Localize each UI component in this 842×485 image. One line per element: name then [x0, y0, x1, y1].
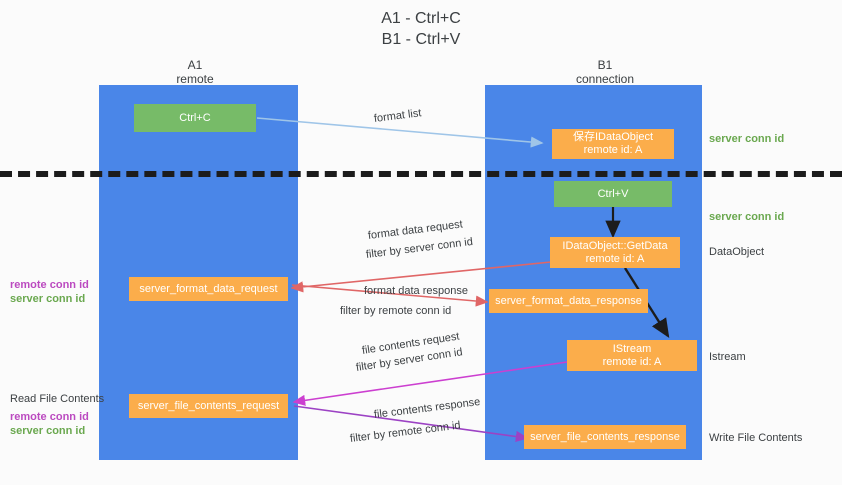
box-save-idataobject-line1: 保存IDataObject — [572, 131, 654, 143]
annotation-conn-id-block-2: remote conn id server conn id — [10, 410, 89, 438]
annotation-remote-conn-id: remote conn id — [10, 279, 89, 291]
box-server-file-contents-request[interactable]: server_file_contents_request — [129, 394, 288, 418]
annotation-text: Write File Contents — [709, 432, 803, 444]
annotation-remote-conn-id: remote conn id — [10, 411, 89, 423]
edge-label-format-data-response: format data response — [364, 285, 468, 297]
annotation-write-file-contents: Write File Contents — [709, 431, 802, 445]
annotation-server-conn-id: server conn id — [10, 293, 86, 305]
annotation-text: server conn id — [709, 211, 785, 223]
box-save-idataobject-line2: remote id: A — [583, 144, 643, 156]
column-header-a1: A1 remote — [130, 58, 260, 86]
edge-label-format-list: format list — [373, 107, 423, 125]
box-server-format-data-request[interactable]: server_format_data_request — [129, 277, 288, 301]
filter-prefix: filter by — [349, 428, 389, 445]
box-ctrl-v-label: Ctrl+V — [597, 187, 629, 200]
annotation-conn-id-block-1: remote conn id server conn id — [10, 278, 89, 306]
column-b1-role: connection — [575, 72, 635, 86]
annotation-istream: Istream — [709, 350, 746, 364]
edge-label-format-data-response-filter: filter by remote conn id — [340, 304, 451, 318]
filter-prefix: filter by — [365, 244, 405, 261]
box-server-format-data-response-label: server_format_data_response — [495, 294, 642, 307]
annotation-text: server conn id — [709, 133, 785, 145]
edge-label-file-contents-response: file contents response — [373, 396, 481, 421]
annotation-read-file-contents: Read File Contents — [10, 392, 104, 406]
box-getdata[interactable]: IDataObject::GetData remote id: A — [550, 237, 680, 268]
column-a1-name: A1 — [187, 58, 203, 72]
box-getdata-line1: IDataObject::GetData — [562, 239, 668, 252]
box-getdata-line2: remote id: A — [585, 252, 645, 265]
box-server-format-data-request-label: server_format_data_request — [139, 282, 278, 295]
annotation-text: Istream — [709, 351, 746, 363]
box-istream-line1: IStream — [612, 342, 652, 355]
annotation-server-conn-id-mid: server conn id — [709, 210, 784, 224]
annotation-server-conn-id-top: server conn id — [709, 132, 784, 146]
box-istream-line2: remote id: A — [602, 355, 662, 368]
box-server-file-contents-request-label: server_file_contents_request — [137, 399, 280, 412]
page-title: A1 - Ctrl+C B1 - Ctrl+V — [0, 8, 842, 50]
box-istream[interactable]: IStream remote id: A — [567, 340, 697, 371]
box-save-idataobject[interactable]: 保存IDataObject remote id: A — [552, 129, 674, 159]
title-line-1: A1 - Ctrl+C — [381, 10, 461, 27]
title-line-2: B1 - Ctrl+V — [381, 31, 461, 48]
box-ctrl-v[interactable]: Ctrl+V — [554, 181, 672, 207]
filter-value-remote-conn-id: remote conn id — [378, 305, 452, 317]
annotation-dataobject: DataObject — [709, 245, 764, 259]
annotation-server-conn-id: server conn id — [10, 425, 86, 437]
filter-prefix: filter by — [340, 305, 379, 317]
box-ctrl-c[interactable]: Ctrl+C — [134, 104, 256, 132]
column-header-b1: B1 connection — [530, 58, 680, 86]
annotation-text: DataObject — [709, 246, 765, 258]
column-b1-name: B1 — [597, 58, 613, 72]
edge-label-file-contents-response-filter: filter by remote conn id — [349, 418, 461, 445]
filter-value-remote-conn-id: remote conn id — [387, 419, 462, 441]
box-server-format-data-response[interactable]: server_format_data_response — [489, 289, 648, 313]
phase-separator — [0, 171, 842, 177]
box-ctrl-c-label: Ctrl+C — [179, 111, 211, 124]
box-server-file-contents-response[interactable]: server_file_contents_response — [524, 425, 686, 449]
box-server-file-contents-response-label: server_file_contents_response — [530, 430, 680, 443]
annotation-read-file-contents-text: Read File Contents — [10, 393, 105, 405]
filter-prefix: filter by — [355, 356, 395, 374]
filter-value-server-conn-id: server conn id — [403, 235, 474, 257]
column-a1-role: remote — [176, 72, 214, 86]
